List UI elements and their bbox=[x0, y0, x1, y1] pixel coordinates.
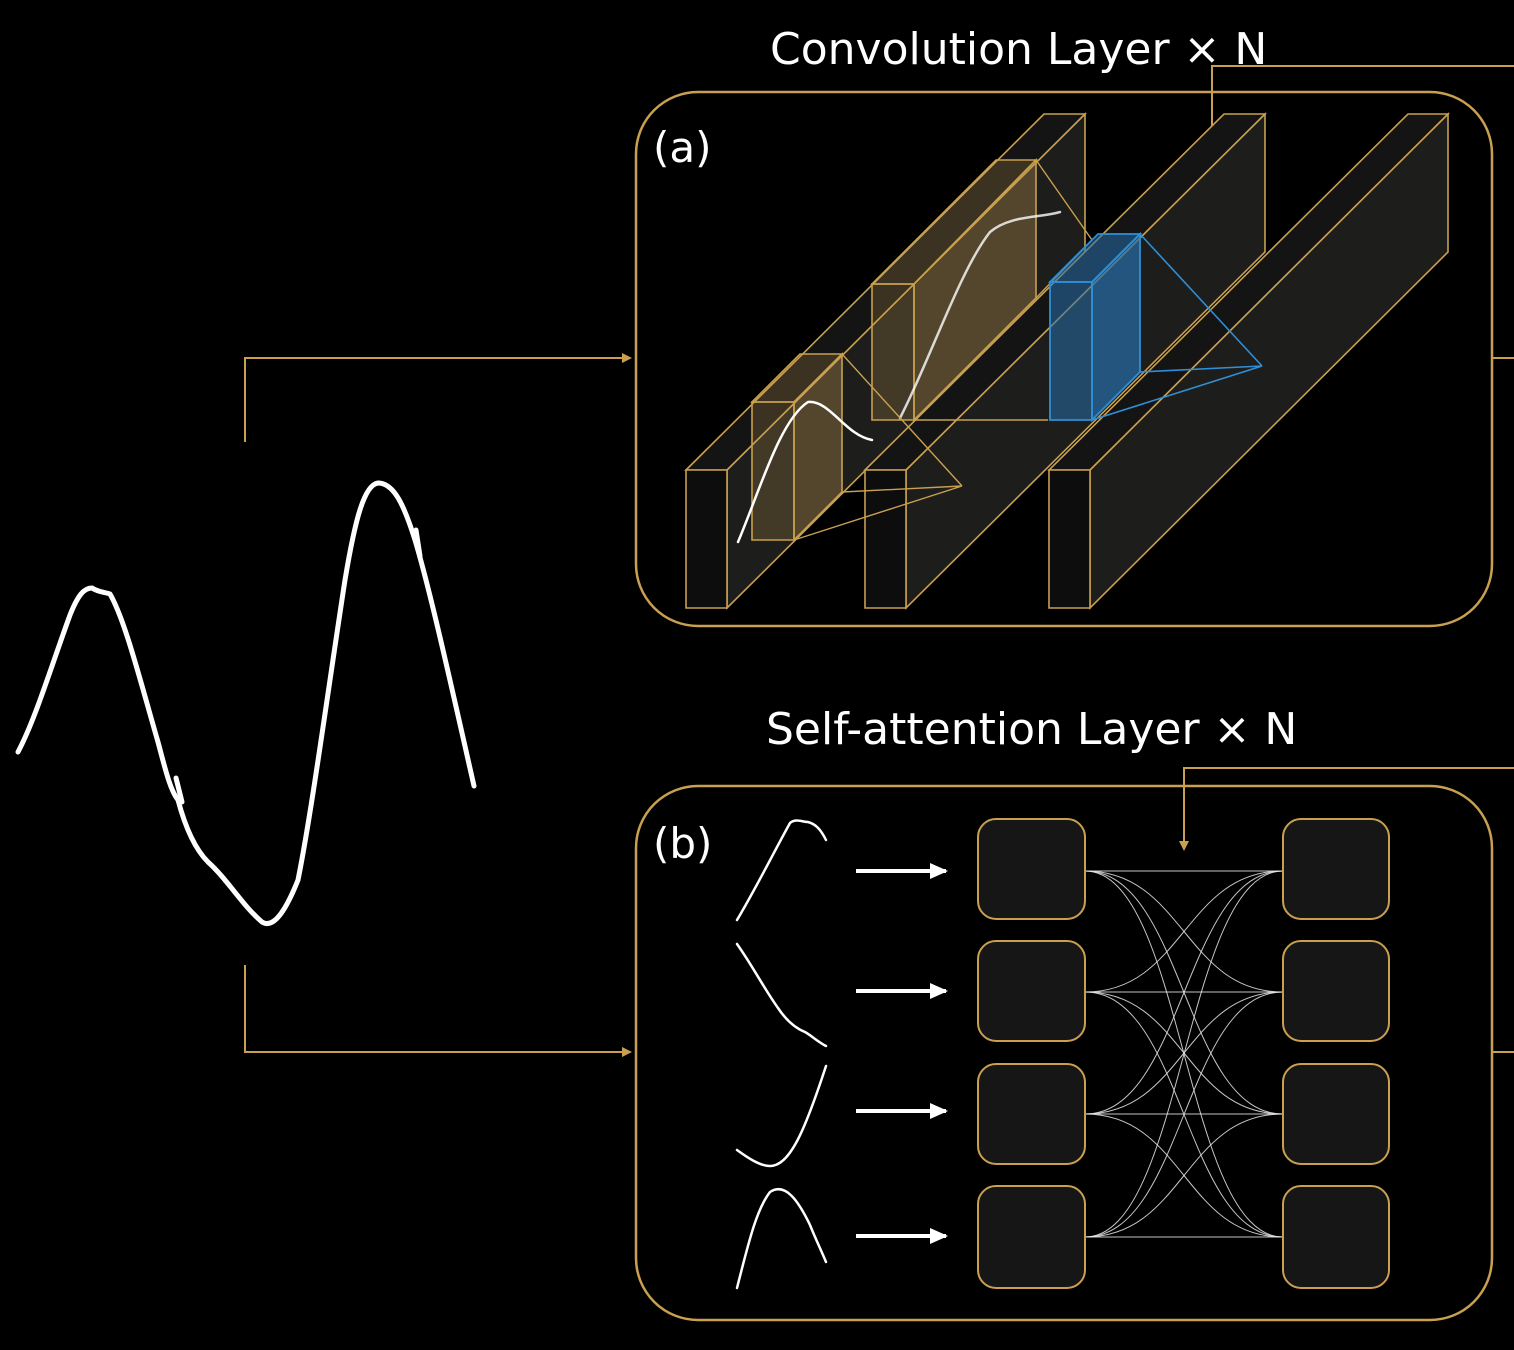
panel-b-label: (b) bbox=[653, 819, 712, 868]
attention-link-3-1 bbox=[1084, 870, 1284, 1115]
token-patch-3 bbox=[735, 1064, 828, 1168]
output-token-node-4 bbox=[1282, 1185, 1390, 1289]
panel-a-label: (a) bbox=[653, 123, 712, 172]
feature-map-slab-3 bbox=[1047, 112, 1450, 610]
convolution-panel-border bbox=[634, 90, 1494, 628]
token-patch-4 bbox=[735, 1188, 828, 1290]
input-token-node-1 bbox=[977, 818, 1086, 920]
output-token-node-3 bbox=[1282, 1063, 1390, 1165]
input-signal-spike-1 bbox=[173, 775, 185, 805]
token-patch-1 bbox=[735, 819, 828, 922]
attention-link-4-3 bbox=[1084, 1113, 1284, 1238]
input-token-node-2 bbox=[977, 940, 1086, 1042]
input-connectors bbox=[244, 353, 632, 1057]
self-attention-panel-border bbox=[634, 784, 1494, 1322]
feature-map-slab-1 bbox=[684, 112, 1087, 610]
kernel-large-trace bbox=[898, 210, 1062, 420]
input-token-node-4 bbox=[977, 1185, 1086, 1289]
attention-link-2-1 bbox=[1084, 870, 1284, 993]
input-signal-waveform bbox=[15, 480, 477, 926]
attention-link-4-2 bbox=[1084, 991, 1284, 1238]
conv-kernel-small bbox=[736, 352, 963, 544]
convolution-layer-title: Convolution Layer × N bbox=[770, 24, 1267, 75]
attention-link-4-1 bbox=[1084, 870, 1284, 1238]
token-patch-2 bbox=[735, 942, 828, 1048]
kernel-small-trace bbox=[736, 400, 874, 544]
attention-connections bbox=[1084, 870, 1284, 1238]
output-token-node-2 bbox=[1282, 940, 1390, 1042]
self-attention-layer-title: Self-attention Layer × N bbox=[766, 704, 1297, 755]
input-signal-spike-2 bbox=[413, 527, 423, 559]
input-token-node-3 bbox=[977, 1063, 1086, 1165]
connector-to-conv bbox=[244, 353, 632, 442]
connector-to-attention bbox=[244, 965, 632, 1057]
attention-feedback-line bbox=[1179, 767, 1514, 851]
self-attention-panel: (b) bbox=[634, 784, 1494, 1322]
output-token-node-1 bbox=[1282, 818, 1390, 920]
conv-kernel-highlight bbox=[1047, 231, 1263, 423]
convolution-panel: (a) bbox=[634, 90, 1494, 628]
